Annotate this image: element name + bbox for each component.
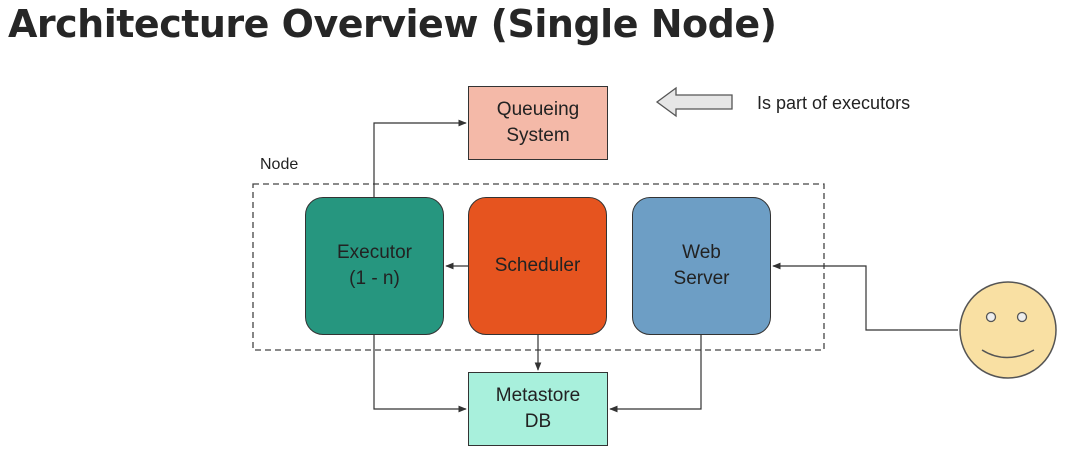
scheduler-box: Scheduler — [468, 197, 607, 335]
queueing-system-box: Queueing System — [468, 86, 608, 160]
executor-label-line1: Executor — [337, 242, 412, 263]
webserver-label-line2: Server — [673, 268, 730, 289]
arrow-executor-to-queue — [373, 119, 467, 197]
arrow-executor-to-metastore — [373, 335, 467, 413]
scheduler-label: Scheduler — [494, 255, 581, 276]
node-label: Node — [260, 156, 299, 173]
webserver-label-line1: Web — [682, 242, 721, 263]
metastore-label-line2: DB — [524, 411, 552, 432]
arrow-user-to-webserver — [772, 262, 958, 331]
web-server-box: Web Server — [632, 197, 771, 335]
executor-label-line2: (1 - n) — [349, 268, 400, 289]
queueing-label-line1: Queueing — [496, 99, 580, 120]
arrow-webserver-to-metastore — [609, 335, 702, 413]
executor-box: Executor (1 - n) — [305, 197, 444, 335]
note-text: Is part of executors — [757, 93, 911, 113]
metastore-db-box: Metastore DB — [468, 372, 608, 446]
smiley-face-icon — [959, 281, 1057, 379]
queueing-label-line2: System — [506, 125, 570, 146]
metastore-label-line1: Metastore — [495, 385, 581, 406]
page-title: Architecture Overview (Single Node) — [8, 2, 777, 46]
left-arrow-icon — [655, 86, 733, 118]
